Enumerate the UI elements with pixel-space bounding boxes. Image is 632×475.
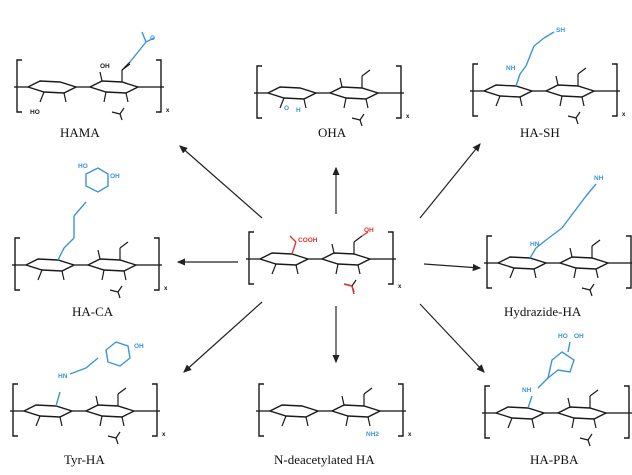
- arrow-to-ha-sh: [419, 143, 481, 219]
- caption-hama: HAMA: [60, 125, 100, 140]
- svg-text:HN: HN: [530, 241, 540, 248]
- nh-group-label: NH: [594, 175, 604, 182]
- svg-text:x: x: [162, 432, 166, 438]
- arrow-to-ha-pba: [419, 303, 485, 373]
- tyr-ha-structure: HN OH x: [9, 341, 166, 445]
- svg-text:x: x: [164, 286, 168, 292]
- svg-text:x: x: [166, 108, 170, 114]
- arrow-to-tyr-ha: [183, 301, 263, 373]
- caption-tyr-ha: Tyr-HA: [64, 452, 105, 467]
- center-x-label: x: [398, 284, 402, 290]
- svg-text:OH: OH: [134, 343, 144, 350]
- arrow-to-hydrazide-ha: [423, 263, 482, 272]
- caption-hydrazide-ha: Hydrazide-HA: [504, 304, 582, 319]
- svg-text:O: O: [284, 105, 289, 112]
- caption-ha-sh: HA-SH: [520, 125, 560, 140]
- svg-text:NH: NH: [506, 65, 516, 72]
- svg-text:O: O: [150, 35, 155, 42]
- ha-sh-structure: NH SH x: [469, 27, 626, 125]
- svg-text:NH: NH: [522, 387, 532, 394]
- svg-text:HO: HO: [78, 163, 88, 170]
- oha-structure: O H x: [253, 65, 410, 127]
- caption-ha-pba: HA-PBA: [530, 452, 579, 467]
- n-deacetylated-ha-structure: NH2 x: [255, 383, 412, 438]
- caption-oha: OHA: [318, 125, 347, 140]
- arrow-to-hama: [179, 145, 263, 219]
- ha-pba-structure: NH HO OH x: [481, 333, 632, 447]
- hama-structure: O x HO OH: [13, 31, 170, 121]
- reaction-arrows: [176, 143, 485, 373]
- hydrazide-ha-structure: HN NH x: [483, 175, 632, 297]
- nh2-group-label: NH2: [366, 431, 379, 438]
- caption-ha-ca: HA-CA: [72, 304, 114, 319]
- center-oh-label: OH: [364, 227, 374, 234]
- caption-n-deacetylated-ha: N-deacetylated HA: [274, 452, 375, 467]
- ha-ca-structure: HO OH x: [11, 163, 168, 299]
- svg-text:x: x: [622, 112, 626, 118]
- svg-text:OH: OH: [100, 63, 110, 70]
- svg-text:OH: OH: [574, 333, 584, 340]
- svg-text:x: x: [408, 432, 412, 438]
- sh-group-label: SH: [556, 27, 565, 34]
- center-cooh-label: COOH: [298, 237, 318, 244]
- center-ha-structure: COOH OH x: [245, 227, 402, 295]
- svg-text:HO: HO: [30, 109, 40, 116]
- svg-text:OH: OH: [110, 173, 120, 180]
- svg-text:H: H: [296, 107, 301, 114]
- hn-group-label: HN: [58, 373, 68, 380]
- svg-text:x: x: [406, 114, 410, 120]
- boronic-ho-label: HO: [558, 333, 568, 340]
